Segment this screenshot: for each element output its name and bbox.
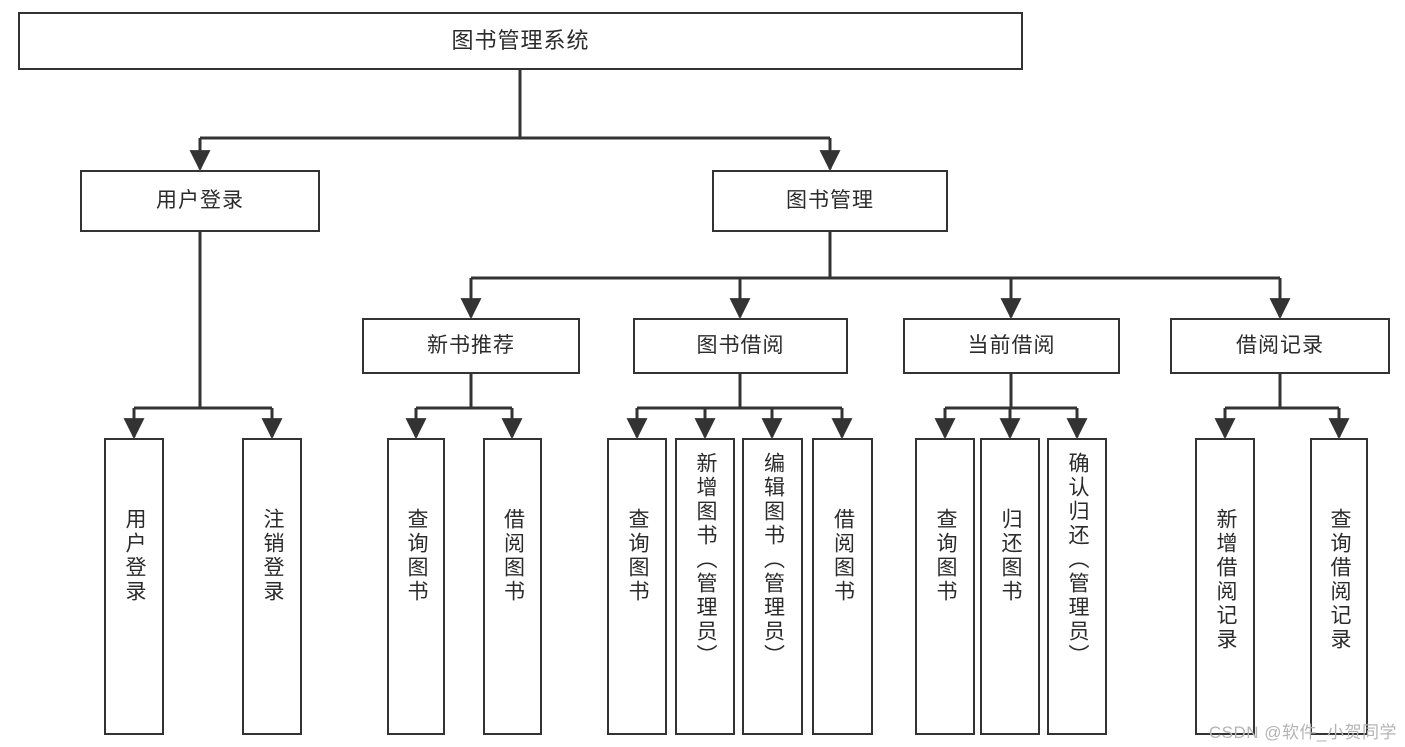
leaf-borrow-books[interactable]: 借阅图书: [812, 438, 873, 735]
leaf-query-books-current[interactable]: 查询图书: [915, 438, 975, 735]
leaf-label: 归还图书: [999, 508, 1023, 604]
leaf-label: 用户登录: [123, 508, 147, 604]
leaf-query-borrow-record[interactable]: 查询借阅记录: [1310, 438, 1368, 735]
node-book-borrow[interactable]: 图书借阅: [633, 318, 848, 374]
leaf-label: 新增图书（管理员）: [694, 452, 718, 668]
leaf-add-borrow-record[interactable]: 新增借阅记录: [1195, 438, 1255, 735]
node-new-book-recommend[interactable]: 新书推荐: [362, 318, 580, 374]
leaf-label: 查询借阅记录: [1328, 508, 1352, 652]
leaf-label: 编辑图书（管理员）: [761, 452, 785, 668]
leaf-label: 新增借阅记录: [1214, 508, 1238, 652]
leaf-label: 确认归还（管理员）: [1066, 452, 1090, 668]
node-book-management[interactable]: 图书管理: [712, 170, 948, 232]
leaf-label: 借阅图书: [501, 508, 525, 604]
leaf-label: 查询图书: [934, 508, 958, 604]
node-borrow-records[interactable]: 借阅记录: [1170, 318, 1390, 374]
node-user-login[interactable]: 用户登录: [80, 170, 320, 232]
leaf-confirm-return-admin[interactable]: 确认归还（管理员）: [1047, 438, 1107, 735]
node-current-borrow[interactable]: 当前借阅: [903, 318, 1120, 374]
leaf-label: 查询图书: [405, 508, 429, 604]
leaf-add-book-admin[interactable]: 新增图书（管理员）: [675, 438, 735, 735]
leaf-user-logout[interactable]: 注销登录: [242, 438, 302, 735]
node-root[interactable]: 图书管理系统: [18, 12, 1023, 70]
leaf-query-books-borrow[interactable]: 查询图书: [607, 438, 667, 735]
leaf-label: 借阅图书: [831, 508, 855, 604]
watermark: CSDN @软件_小贺同学: [1208, 723, 1397, 742]
leaf-return-books[interactable]: 归还图书: [980, 438, 1040, 735]
leaf-user-login[interactable]: 用户登录: [104, 438, 164, 735]
leaf-query-books-new[interactable]: 查询图书: [387, 438, 445, 735]
leaf-label: 查询图书: [626, 508, 650, 604]
leaf-borrow-books-new[interactable]: 借阅图书: [483, 438, 542, 735]
leaf-label: 注销登录: [261, 508, 285, 604]
leaf-edit-book-admin[interactable]: 编辑图书（管理员）: [742, 438, 803, 735]
